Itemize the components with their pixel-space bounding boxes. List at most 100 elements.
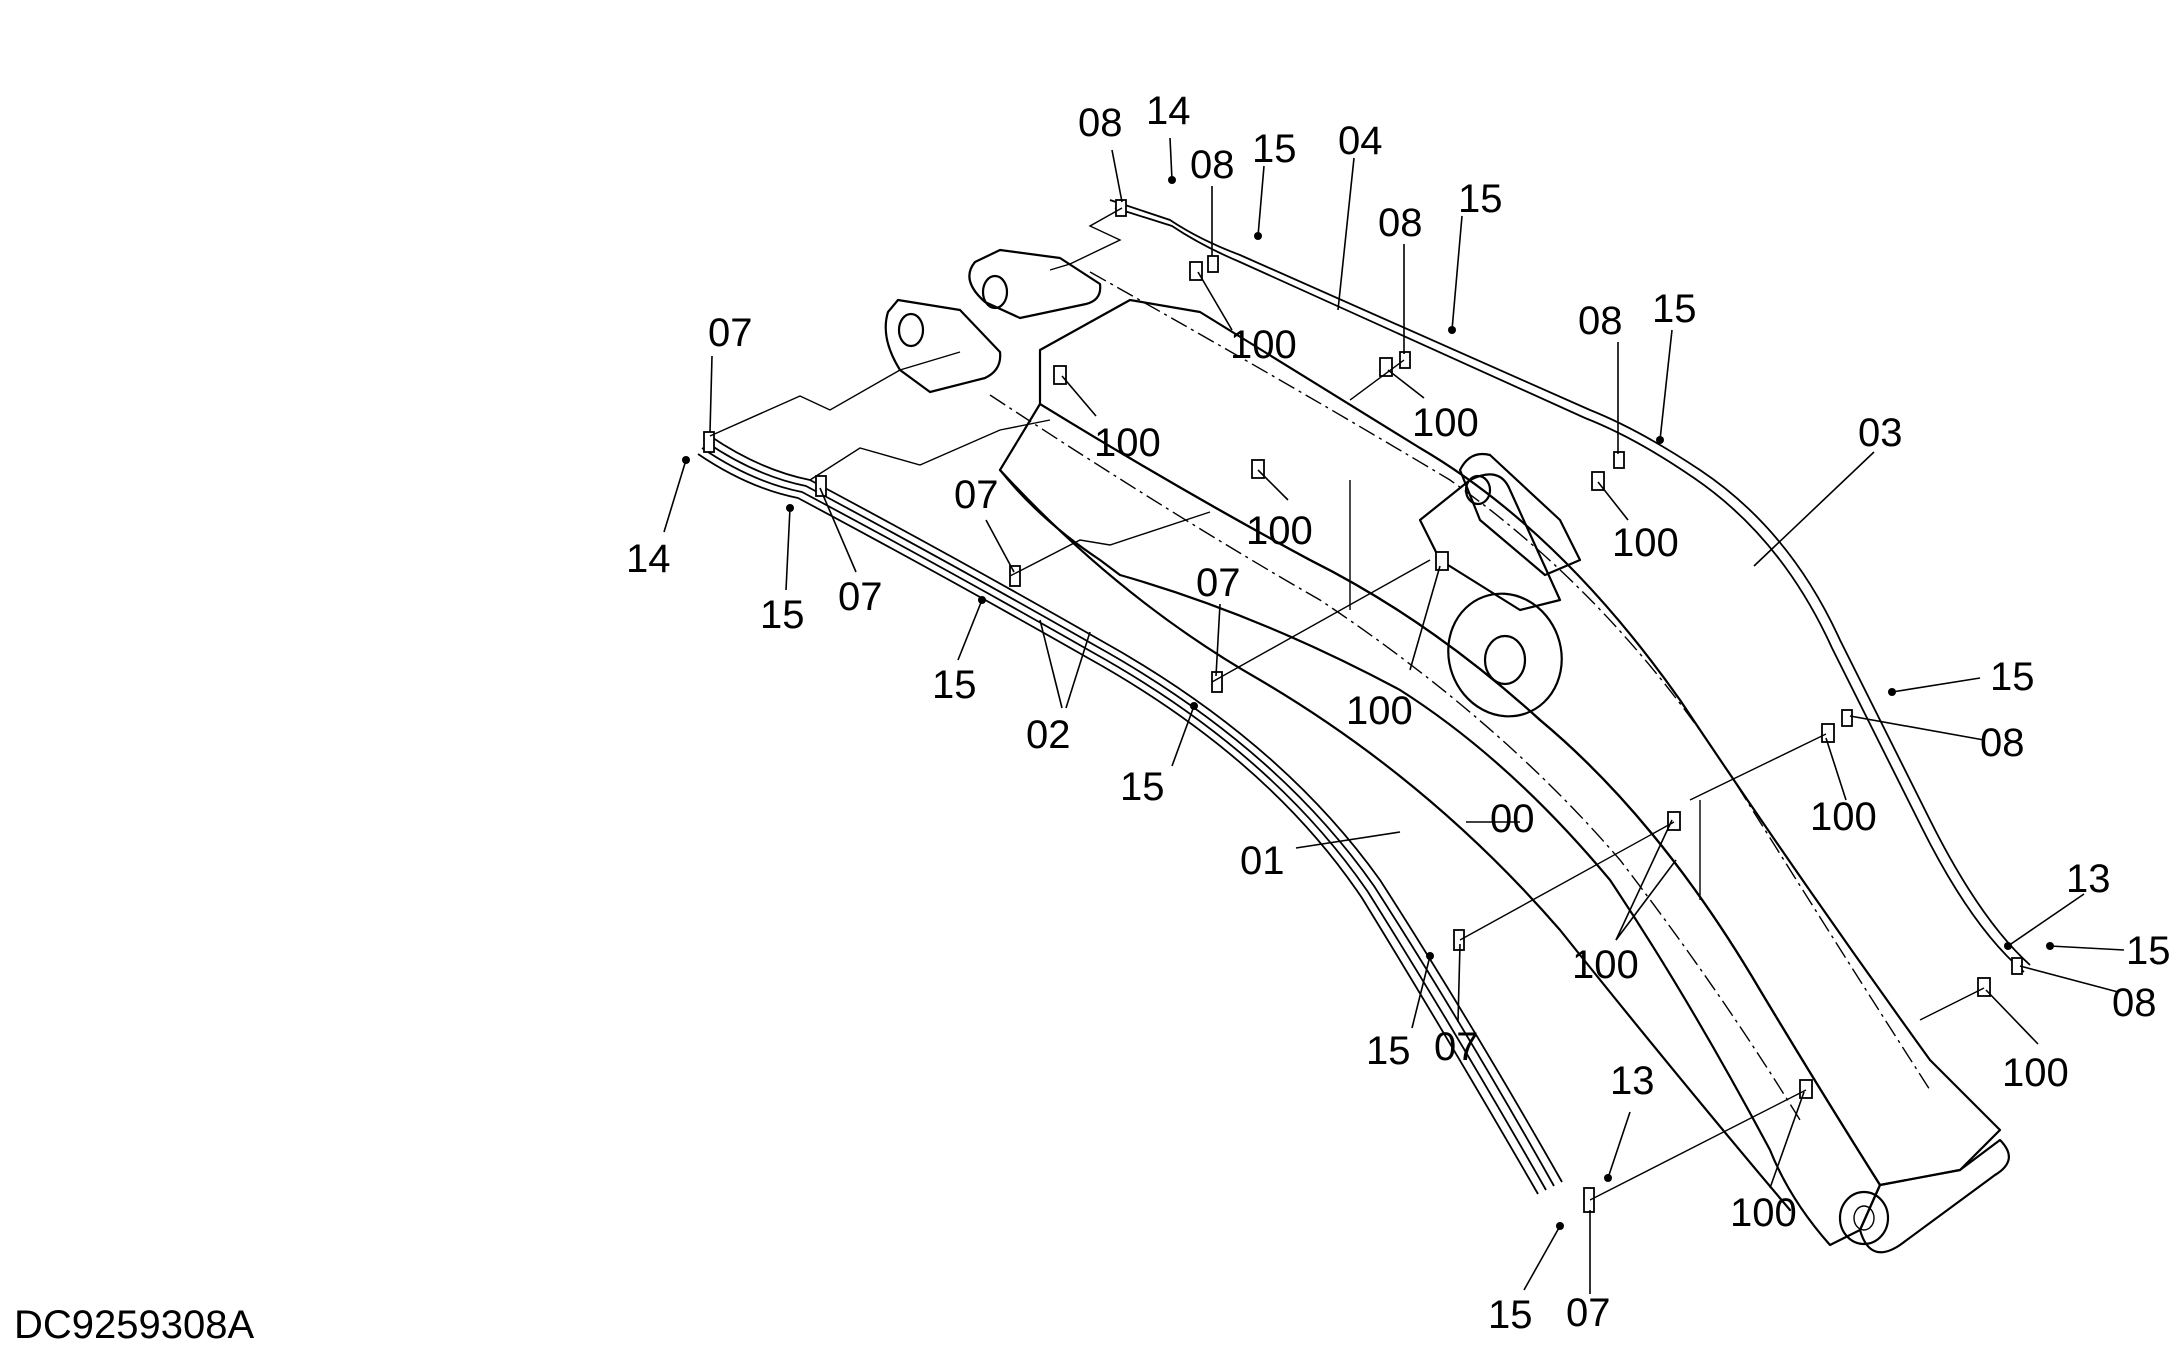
leader-15-b <box>1451 215 1463 331</box>
leader-100-c <box>1597 481 1629 521</box>
callout-07: 07 <box>838 575 883 619</box>
callout-01: 01 <box>1240 839 1285 883</box>
leader-100-g <box>1615 819 1673 941</box>
clamp-07-6 <box>1583 1187 1595 1213</box>
callout-08: 08 <box>1190 143 1235 187</box>
ext-line-4 <box>1211 559 1431 683</box>
boom-cylinder-boss-outer <box>1447 592 1563 718</box>
callout-14: 14 <box>626 537 671 581</box>
callout-15: 15 <box>1652 287 1697 331</box>
piping <box>697 199 2031 1213</box>
leader-15-g <box>1411 955 1431 1029</box>
leader-08-f <box>2019 965 2119 993</box>
callout-15: 15 <box>1458 177 1503 221</box>
callout-08: 08 <box>1078 101 1123 145</box>
callout-08: 08 <box>1578 299 1623 343</box>
pipe-04 <box>1109 199 2031 966</box>
pipe-01-c <box>701 447 1547 1191</box>
leader-07-c <box>985 519 1015 573</box>
callout-labels: 08 14 08 15 04 08 15 100 100 08 15 03 10… <box>626 89 2171 1337</box>
callout-100: 100 <box>1230 323 1297 367</box>
callout-100: 100 <box>1730 1191 1797 1235</box>
leader-15-i <box>2049 945 2125 951</box>
leader-08-e <box>1849 715 1985 741</box>
bracket-100-2 <box>1053 365 1067 385</box>
ext-line-5 <box>1459 821 1675 941</box>
boom-bottom-edge <box>998 468 1792 1212</box>
callout-08: 08 <box>1378 201 1423 245</box>
leader-100-a <box>1197 271 1233 331</box>
callout-13: 13 <box>2066 857 2111 901</box>
leader-15-a <box>1257 165 1265 237</box>
boom-hidden-edge <box>989 394 1801 1121</box>
callout-07: 07 <box>1434 1025 1479 1069</box>
arm-cylinder-bracket-rear <box>1458 452 1582 577</box>
callout-15: 15 <box>1120 765 1165 809</box>
bracket-100-6 <box>1435 551 1449 571</box>
leader-07-d <box>1215 603 1221 677</box>
callout-07: 07 <box>1566 1291 1611 1335</box>
leader-01 <box>1295 831 1401 849</box>
callout-14: 14 <box>1146 89 1191 133</box>
leader-03 <box>1753 451 1875 567</box>
leader-13-b <box>1607 1111 1631 1179</box>
clamp-07-5 <box>1453 929 1465 951</box>
leader-100-d <box>1061 375 1097 417</box>
leader-15-h <box>1891 677 1981 693</box>
leader-07-a <box>709 355 713 433</box>
callout-100: 100 <box>2002 1051 2069 1095</box>
boom-foot-plate-rear <box>968 248 1102 320</box>
callout-100: 100 <box>1810 795 1877 839</box>
callout-07: 07 <box>954 473 999 517</box>
callout-08: 08 <box>2112 981 2157 1025</box>
callout-08: 08 <box>1980 721 2025 765</box>
leader-02-b <box>1065 631 1091 709</box>
leader-100-i <box>1825 737 1847 801</box>
clamp-07-4 <box>1211 671 1223 693</box>
clamp-08-2 <box>1207 255 1219 273</box>
leader-100-h <box>1615 859 1677 941</box>
callout-100: 100 <box>1412 401 1479 445</box>
clamp-08-5 <box>1841 709 1853 727</box>
boom-center-line <box>1089 271 1931 1091</box>
callout-100: 100 <box>1094 421 1161 465</box>
leader-14-b <box>663 459 687 533</box>
leader-100-k <box>1769 1091 1805 1189</box>
leader-04 <box>1337 157 1355 311</box>
ext-line-3 <box>1009 511 1211 577</box>
bracket-100-1 <box>1189 261 1203 281</box>
boom-top-plate <box>1038 298 2002 1187</box>
leader-15-e <box>957 599 983 661</box>
callout-15: 15 <box>760 593 805 637</box>
arm-cylinder-bracket <box>1418 473 1562 612</box>
ext-line-6 <box>1589 1089 1807 1201</box>
clamp-08-4 <box>1613 451 1625 469</box>
leader-02-a <box>1039 619 1063 709</box>
callout-07: 07 <box>708 311 753 355</box>
callout-15: 15 <box>1990 655 2035 699</box>
callout-15: 15 <box>1252 127 1297 171</box>
callout-100: 100 <box>1612 521 1679 565</box>
boom-foot-plate-front <box>884 298 1002 394</box>
callout-02: 02 <box>1026 713 1071 757</box>
drawing-code: DC9259308A <box>14 1303 254 1347</box>
pipe-01-a <box>709 435 1563 1183</box>
bracket-100-8 <box>1667 811 1681 831</box>
ext-line-2 <box>809 419 1051 481</box>
callout-15: 15 <box>2126 929 2171 973</box>
leader-07-e <box>1457 943 1461 1023</box>
boom-tip-pin-hole <box>1838 1190 1890 1246</box>
ext-line-1 <box>709 351 961 437</box>
leader-100-j <box>1985 989 2039 1045</box>
arm-cylinder-bracket-hole <box>1464 474 1492 506</box>
leader-08-a <box>1111 149 1123 203</box>
ext-line-9 <box>1919 987 1985 1021</box>
ext-line-8 <box>1689 733 1827 801</box>
leader-15-d <box>785 507 791 591</box>
leader-07-b <box>819 487 857 573</box>
boom-cylinder-boss-inner <box>1483 634 1527 686</box>
boom-structure <box>884 248 2010 1254</box>
clamp-08-3 <box>1399 351 1411 369</box>
callout-13: 13 <box>1610 1059 1655 1103</box>
